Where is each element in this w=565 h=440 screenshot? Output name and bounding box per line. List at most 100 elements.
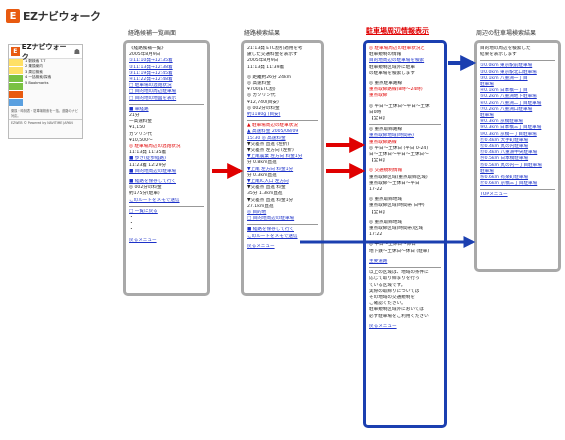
panel-link[interactable]: 目的地周辺の駐車場を検索 xyxy=(369,58,425,64)
panel-link[interactable]: ①0.0km 東京駅前駐車場 xyxy=(480,63,533,69)
panel-link[interactable]: ②11:13発→12:38着 xyxy=(129,64,173,70)
phone-side-block xyxy=(9,75,23,83)
panel-link[interactable]: ⑦0.2km 八重洲口駐車場 xyxy=(480,106,533,112)
header-parking-search: 周辺の駐車場検索結果 xyxy=(476,30,537,37)
phone-menu-item[interactable]: 1 駅検索 T.T xyxy=(25,59,46,63)
panel-link[interactable]: ■ 目的地周辺の駐車場 xyxy=(129,168,177,174)
app-logo: E EZナビウォーク xyxy=(6,8,101,24)
panel-link[interactable]: ▼上尾IC入口 左方向 xyxy=(247,179,289,185)
panel-text: 27.1km直進 xyxy=(247,203,274,209)
phone-footer: EZWEB © Powered by NAVITIME JAPAN xyxy=(9,119,82,126)
panel-text: 結果を表示します xyxy=(480,52,517,58)
panel-text: ▼交差点 直進 料金 xyxy=(247,185,286,191)
logo-mark-icon: E xyxy=(6,9,20,23)
panel-link[interactable]: ■ 車経路 xyxy=(129,106,149,112)
panel-text: 【全日】 xyxy=(369,116,388,122)
panel-link[interactable]: ◎ 目的地 xyxy=(247,210,267,216)
panel-link[interactable]: □ 目的地の地図を表示 xyxy=(129,95,177,101)
panel-text: ▲ 駐車場周辺の駐車状況 xyxy=(247,123,298,129)
panel-link[interactable]: ⑥0.2km 八重洲二丁目駐車場 xyxy=(480,100,542,106)
panel-text: 以上の区域は、地域の条件に xyxy=(369,270,429,276)
panel-link[interactable]: ⑮0.5km 丸の内一丁目駐車場 xyxy=(480,162,542,168)
panel-link[interactable]: このルートをメモで送信 xyxy=(247,233,298,239)
panel-text: 【全日】 xyxy=(369,158,388,164)
panel-link[interactable]: □ 一覧に戻る xyxy=(129,208,158,214)
panel-link[interactable]: □ 駐車場の混雑状況 xyxy=(129,83,172,89)
panel-text: 日〜土休日〜平日〜土休日〜 xyxy=(369,152,429,158)
panel-text: ◎ 重点取締地域 xyxy=(369,219,403,225)
panel-text: 重点取締 xyxy=(369,93,388,99)
panel-text: ◎ 駐車場周辺の混雑状況 xyxy=(129,144,181,150)
panel-link[interactable]: 戻るメニュー xyxy=(247,243,275,249)
panel-text: ◎ 平日〜土休日 (平日 0-24) xyxy=(369,145,429,151)
panel-text: ▼交差点 直進 (左折) xyxy=(247,141,290,147)
panel-text: 2005年8月9日 xyxy=(247,58,279,64)
panel-link[interactable]: ⑧0.3km 京橋駐車場 xyxy=(480,119,523,125)
panel-text: ◎ 距離約26分 24km xyxy=(247,74,292,80)
panel-link[interactable]: ▼上尾 左方向 料金1分 xyxy=(247,166,294,172)
panel-link[interactable]: 駐車場 xyxy=(480,168,494,174)
header-route-list: 経路候補一覧画面 xyxy=(128,30,177,37)
panel-link[interactable]: ③0.1km 八重洲一丁目 xyxy=(480,75,528,81)
panel-link[interactable]: ⑬0.4km 八重洲中央駐車場 xyxy=(480,150,538,156)
panel-text: 一高速料金 xyxy=(129,119,152,125)
panel-text: 重点取締区域(時間帯)区域 xyxy=(369,226,424,232)
panel-text: 分 0.3km直進 xyxy=(247,172,277,178)
panel-link[interactable]: ④11:22発→12:48着 xyxy=(129,77,173,83)
panel-link[interactable]: ⑰0.6km 京橋三丁目駐車場 xyxy=(480,181,538,187)
phone-menu-item[interactable]: 5 Bookmarks xyxy=(25,80,49,85)
panel-text: ◎ 平日〜土休日〜平日〜土休 xyxy=(369,103,430,109)
phone-side-block xyxy=(9,67,23,75)
panel-link[interactable]: ④0.1km 日本橋一丁目 xyxy=(480,88,528,94)
panel-text: ご確認ください。 xyxy=(369,301,406,307)
phone-title: EZナビウォーク xyxy=(21,42,67,61)
phone-menu-item[interactable]: 4 一括検索/探索 xyxy=(25,75,52,80)
panel-link[interactable]: ▲ 高速料金 2005/08/09 xyxy=(247,129,299,135)
panel-link[interactable]: 駐車場 xyxy=(480,113,494,119)
panel-text: 目的地の周辺を検索した xyxy=(480,46,531,51)
panel-text: ▼交差点 左方向 (左折) xyxy=(247,148,294,154)
panel-link[interactable]: ■ 歩き(徒歩経路) xyxy=(129,156,166,162)
panel-link[interactable]: 主要道路 xyxy=(369,258,388,264)
panel-link[interactable]: 戻るメニュー xyxy=(129,237,157,243)
panel-text: ¥700(ETC割) xyxy=(247,87,276,93)
panel-link[interactable]: ①11:10発→12:35着 xyxy=(129,58,173,64)
panel-link[interactable]: 駐車場 xyxy=(480,82,494,88)
panel-link[interactable]: ③11:19発→12:45着 xyxy=(129,70,173,76)
panel-link[interactable]: ⑩0.3km 京橋一丁目駐車場 xyxy=(480,131,537,137)
panel-link[interactable]: このルートをメモで送信 xyxy=(129,197,180,203)
panel-link[interactable]: ⑫0.4km 丸の内駐車場 xyxy=(480,144,529,150)
panel-link[interactable]: ②0.0km 東京駅北口駐車場 xyxy=(480,69,537,75)
panel-text: 21:13発 ETC割引適用を考 xyxy=(247,46,303,51)
panel-link[interactable]: ■ 経路を保存して行く xyxy=(129,179,177,185)
panel-link[interactable]: ⑤0.2km 八重洲地下駐車場 xyxy=(480,94,537,100)
panel-link[interactable]: 重点取締地域(時間帯) xyxy=(369,133,414,139)
panel-link[interactable]: ⑪0.4km 大手町駐車場 xyxy=(480,137,529,143)
panel-link[interactable]: □ 目的地周辺の駐車場 xyxy=(247,216,295,222)
panel-text: 重点取締路線 xyxy=(369,139,397,145)
panel-link[interactable]: 戻るメニュー xyxy=(369,323,397,329)
panel-text: ◎ 高速料金 xyxy=(247,81,271,87)
phone-menu-item[interactable]: 3 周辺検索 xyxy=(25,69,43,74)
panel-link[interactable]: ⑭0.5km 日本橋駐車場 xyxy=(480,156,529,162)
panel-text: ▼交差点 直進 料金1分 xyxy=(247,197,294,203)
panel-text: ◎ 002分の料金 xyxy=(129,185,162,191)
panel-link[interactable]: ⑯0.6km 有楽町駐車場 xyxy=(480,175,529,181)
panel-link[interactable]: ■ 経路を保存して行く xyxy=(247,227,295,233)
panel-text: ¥12,740(目安) xyxy=(247,99,279,105)
panel-link[interactable]: ⑨0.3km 日本橋三丁目駐車場 xyxy=(480,125,542,131)
panel-link[interactable]: 15:30 ◎ 高速料金 xyxy=(247,135,286,141)
panel-link[interactable]: □ 目的地の周辺駐車場 xyxy=(129,89,177,95)
panel-link[interactable]: TOPメニュー xyxy=(480,192,508,198)
panel-link[interactable]: ▼上尾農業 左方向 料金1分 xyxy=(247,154,303,160)
panel-text: ・ xyxy=(129,215,134,221)
panel-link[interactable]: 約1180g (目安) xyxy=(247,112,281,118)
logo-text: EZナビウォーク xyxy=(23,10,101,23)
panel-text: 実際の取締りについては xyxy=(369,288,420,294)
panel-text: ◎ 重点駐車路線 xyxy=(369,81,403,87)
phone-menu-item[interactable]: 2 乗換案内 xyxy=(25,64,43,69)
panel-text: 重点取締〜土休日〜平日 xyxy=(369,180,420,186)
